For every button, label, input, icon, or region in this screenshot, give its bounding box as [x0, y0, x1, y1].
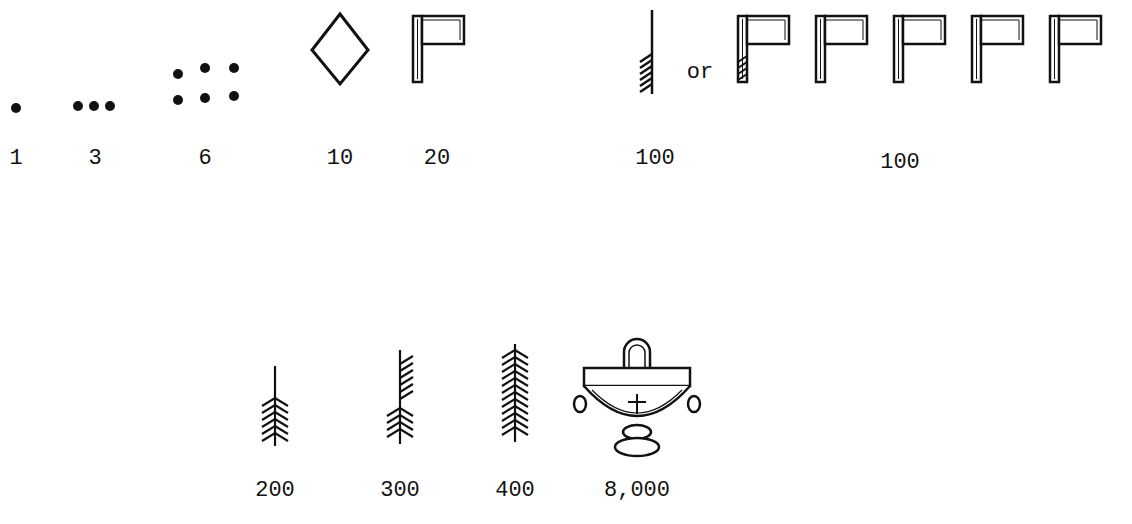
pouch-symbol	[574, 339, 700, 456]
diamond-symbol	[312, 14, 368, 84]
numeral-label: 8,000	[604, 480, 670, 502]
numeral-label: 3	[88, 148, 101, 170]
flag-group	[738, 16, 1101, 82]
numeral-label: 10	[327, 148, 353, 170]
numeral-label: 6	[198, 148, 211, 170]
numeral-label: 1	[9, 148, 22, 170]
numeral-label: 100	[635, 148, 675, 170]
numeral-label: 20	[424, 148, 450, 170]
feather-symbol	[502, 344, 528, 442]
dot	[11, 103, 21, 113]
numeral-label: 300	[380, 480, 420, 502]
numeral-label: 200	[255, 480, 295, 502]
feather-symbol	[262, 366, 288, 446]
feather-symbol	[640, 10, 652, 94]
dots-six	[173, 63, 239, 105]
numeral-label: 400	[495, 480, 535, 502]
feather-symbol	[387, 350, 413, 444]
numeral-label: or	[687, 62, 713, 84]
numeral-label: 100	[880, 152, 920, 174]
dots-three	[73, 101, 115, 111]
flag-symbol	[413, 16, 464, 82]
